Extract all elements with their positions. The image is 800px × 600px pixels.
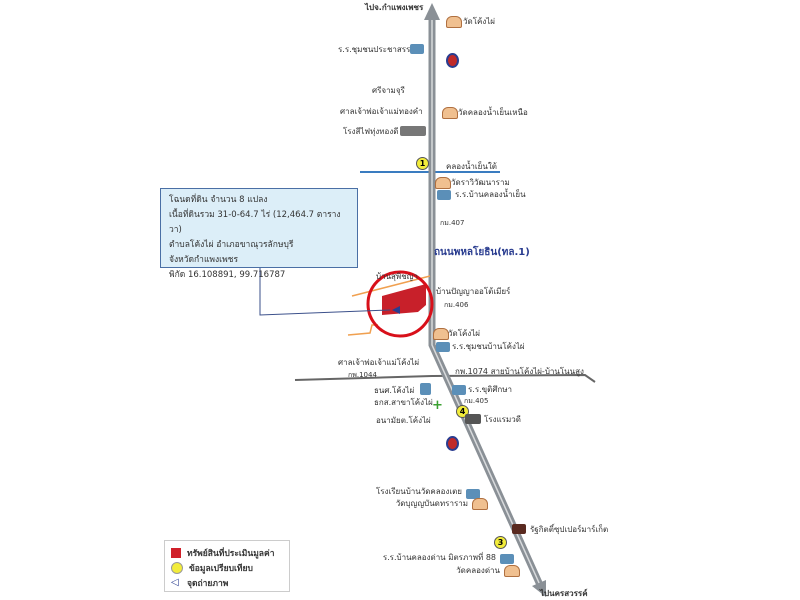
- info-area: เนื้อที่ดินรวม 31-0-64.7 ไร่ (12,464.7 ต…: [169, 210, 341, 235]
- temple-icon: [446, 16, 462, 28]
- temple-icon: [504, 565, 520, 577]
- km-marker-label: กม.405: [464, 397, 489, 405]
- north-arrow-head: [424, 3, 440, 20]
- gas-station-icon: [446, 436, 459, 451]
- hotel-icon: [465, 414, 481, 424]
- road-name-label: ถนนพหลโยธิน(ทล.1): [434, 247, 530, 258]
- landmark-label: ศรีจามจุรี: [372, 86, 405, 95]
- landmark-label: โรงเรียนบ้านวัดคลองเตย: [376, 487, 462, 496]
- legend-photo: จุดถ่ายภาพ: [187, 578, 229, 589]
- landmark-label: บ้านสุพิชญา: [376, 272, 418, 281]
- gas-station-icon: [446, 53, 459, 68]
- school-icon: [452, 385, 466, 395]
- landmark-label: โรงแรมวดี: [484, 415, 521, 424]
- photo-point-icon: [392, 306, 400, 314]
- info-coordinates: พิกัด 16.108891, 99.716787: [169, 270, 286, 280]
- canal-label: คลองน้ำเย็นใต้: [446, 162, 497, 171]
- info-leader-line: [259, 268, 391, 316]
- landmark-label: ธกส.สาขาโค้งไผ่: [374, 398, 433, 407]
- landmark-label: อนามัยต.โค้งไผ่: [376, 416, 431, 425]
- school-icon: [437, 190, 451, 200]
- school-icon: [500, 554, 514, 564]
- photo-point-swatch-icon: ◁: [171, 576, 179, 588]
- legend-subject: ทรัพย์สินที่ประเมินมูลค่า: [187, 548, 275, 559]
- side-road-label: กพ.1044: [348, 371, 377, 379]
- landmark-label: วัดราวิวัฒนาราม: [451, 178, 510, 187]
- temple-icon: [435, 177, 451, 189]
- landmark-label: วัดคลองน้ำเย็นเหนือ: [458, 108, 528, 117]
- subject-highlight-circle: [366, 270, 434, 338]
- shop-icon: [512, 524, 526, 534]
- hospital-cross-icon: +: [432, 398, 443, 413]
- map-legend: ทรัพย์สินที่ประเมินมูลค่า ข้อมูลเปรียบเท…: [164, 540, 290, 592]
- info-location: ตำบลโค้งไผ่ อำเภอขาณุวรลักษบุรี: [169, 240, 294, 250]
- school-icon: [436, 342, 450, 352]
- landmark-label: ร.ร.ขุติศึกษา: [468, 385, 513, 394]
- south-arrow-head: [532, 580, 546, 597]
- bank-icon: [420, 383, 431, 395]
- side-road-label: กพ.1074 สายบ้านโค้งไผ่-บ้านโนนสูง: [455, 367, 584, 376]
- landmark-label: โรงสีไฟทุ่งทองดี: [343, 127, 399, 136]
- landmark-label: ศาลเจ้าพ่อเจ้าแม่ทองคำ: [340, 107, 423, 116]
- temple-icon: [433, 328, 449, 340]
- landmark-label: ร.ร.บ้านคลองน้ำเย็น: [455, 190, 526, 199]
- landmark-label: ร.ร.ชุมชนบ้านโค้งไผ่: [452, 342, 525, 351]
- landmark-label: ร.ร.ชุมชนประชาสรรค์: [338, 45, 416, 54]
- info-province: จังหวัดกำแพงเพชร: [169, 255, 239, 265]
- subject-swatch-icon: [171, 547, 181, 558]
- property-info-box: โฉนดที่ดิน จำนวน 8 แปลง เนื้อที่ดินรวม 3…: [160, 188, 358, 280]
- access-road-1: [351, 275, 431, 297]
- landmark-label: ร.ร.บ้านคลองด่าน มิตรภาพที่ 88: [382, 553, 496, 562]
- landmark-label: บ้านปัญญาออโต้เมียร์: [436, 287, 511, 296]
- landmark-label: รัฐกิตติ์ซุปเปอร์มาร์เก็ต: [530, 525, 609, 534]
- south-direction-label: ไปนครสวรรค์: [540, 589, 588, 598]
- info-deed-count: โฉนดที่ดิน จำนวน 8 แปลง: [169, 195, 268, 205]
- landmark-label: ศาลเจ้าพ่อเจ้าแม่โค้งไผ่: [338, 358, 420, 367]
- highway-centerline: [431, 18, 541, 586]
- comparable-marker-1: 1: [416, 157, 429, 170]
- school-icon: [466, 489, 480, 499]
- km-marker-label: กม.407: [440, 219, 465, 227]
- comparable-marker-3: 3: [494, 536, 507, 549]
- landmark-label: วัดคลองด่าน: [456, 566, 500, 575]
- side-road: [294, 373, 596, 383]
- landmark-label: ธนศ.โค้งไผ่: [374, 386, 415, 395]
- subject-parcel: [382, 284, 426, 315]
- landmark-label: วัดโค้งไผ่: [448, 329, 480, 338]
- landmark-label: วัดบุญญบันดทราราม: [395, 499, 468, 508]
- comparable-swatch-icon: [171, 561, 183, 574]
- factory-icon: [400, 126, 426, 136]
- north-direction-label: ไปจ.กำแพงเพชร: [365, 3, 424, 12]
- access-road-2: [347, 324, 378, 336]
- temple-icon: [472, 498, 488, 510]
- temple-icon: [442, 107, 458, 119]
- landmark-label: วัดโค้งไผ่: [463, 17, 495, 26]
- school-icon: [410, 44, 424, 54]
- km-marker-label: กม.406: [444, 301, 469, 309]
- legend-comparable: ข้อมูลเปรียบเทียบ: [189, 563, 253, 574]
